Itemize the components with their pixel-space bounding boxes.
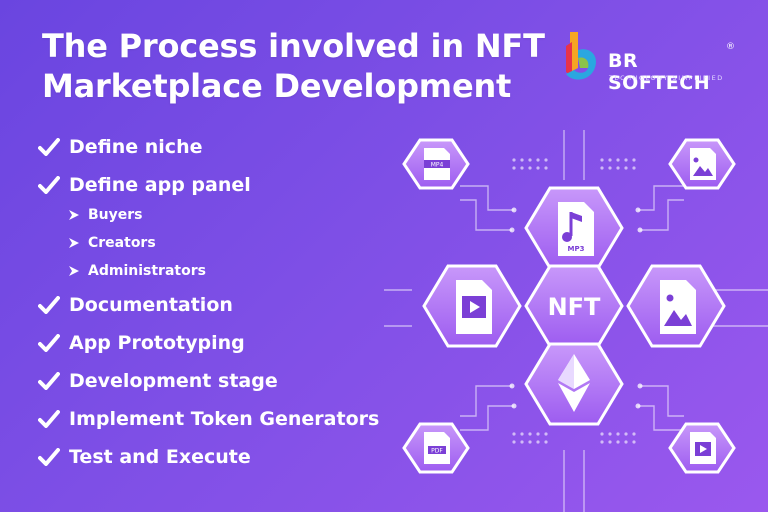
sub-item: Administrators (68, 263, 206, 279)
dot-grid-top (512, 158, 636, 170)
hex-nft-center: NFT (524, 264, 624, 348)
step-label: Development stage (69, 370, 278, 392)
step-label: Define app panel (69, 174, 251, 196)
step-item: App Prototyping (38, 332, 245, 354)
step-item: Define app panel (38, 174, 251, 196)
arrow-right-icon (69, 210, 79, 220)
video-file-icon (690, 432, 716, 464)
step-item: Test and Execute (38, 446, 251, 468)
step-label: Implement Token Generators (69, 408, 380, 430)
pdf-label: PDF (431, 448, 443, 455)
check-icon (38, 138, 60, 156)
logo-mark-icon (566, 32, 597, 80)
hex-mp4: MP4 (402, 138, 470, 190)
check-icon (38, 410, 60, 428)
hex-pdf: PDF (402, 422, 470, 474)
step-label: App Prototyping (69, 332, 245, 354)
hex-video-bottom (668, 422, 736, 474)
step-label: Test and Execute (69, 446, 251, 468)
check-icon (38, 448, 60, 466)
hex-ethereum (524, 342, 624, 426)
sub-item-label: Creators (88, 235, 156, 251)
mp3-music-icon: MP3 (558, 202, 594, 256)
check-icon (38, 296, 60, 314)
check-icon (38, 176, 60, 194)
arrow-right-icon (69, 266, 79, 276)
sub-item: Buyers (68, 207, 143, 223)
step-item: Documentation (38, 294, 233, 316)
title-line-1: The Process involved in NFT (42, 27, 545, 65)
sub-item-label: Administrators (88, 263, 206, 279)
hex-mp3: MP3 (524, 186, 624, 270)
step-item: Development stage (38, 370, 278, 392)
video-file-icon (456, 280, 492, 334)
hex-video-left (422, 264, 522, 348)
circuit-lines (384, 130, 768, 512)
check-icon (38, 372, 60, 390)
check-icon (38, 334, 60, 352)
step-item: Define niche (38, 136, 202, 158)
mp3-label: MP3 (568, 245, 585, 253)
pdf-file-icon: PDF (424, 432, 450, 464)
hex-image-right (626, 264, 726, 348)
image-file-icon (690, 148, 716, 180)
image-file-icon (660, 280, 696, 334)
logo-tagline: TECHNOLOGY SIMPLIFIED (609, 74, 724, 82)
sub-item-label: Buyers (88, 207, 143, 223)
nft-center-label: NFT (548, 293, 601, 321)
mp4-file-icon: MP4 (424, 148, 450, 180)
step-label: Documentation (69, 294, 233, 316)
page-title: The Process involved in NFT Marketplace … (42, 26, 545, 106)
step-label: Define niche (69, 136, 203, 158)
arrow-right-icon (69, 238, 79, 248)
sub-item: Creators (68, 235, 156, 251)
brand-logo: BR SOFTECH ® TECHNOLOGY SIMPLIFIED (556, 28, 736, 94)
step-item: Implement Token Generators (38, 408, 379, 430)
ethereum-icon (558, 354, 590, 412)
mp4-label: MP4 (431, 162, 444, 169)
dot-grid-bottom (512, 432, 636, 444)
logo-registered-mark: ® (726, 42, 735, 52)
title-line-2: Marketplace Development (42, 67, 512, 105)
nft-hexagon-graphic: MP4 PDF MP3 (384, 130, 768, 512)
hex-image-top (668, 138, 736, 190)
logo-wordmark: BR SOFTECH (608, 50, 711, 94)
